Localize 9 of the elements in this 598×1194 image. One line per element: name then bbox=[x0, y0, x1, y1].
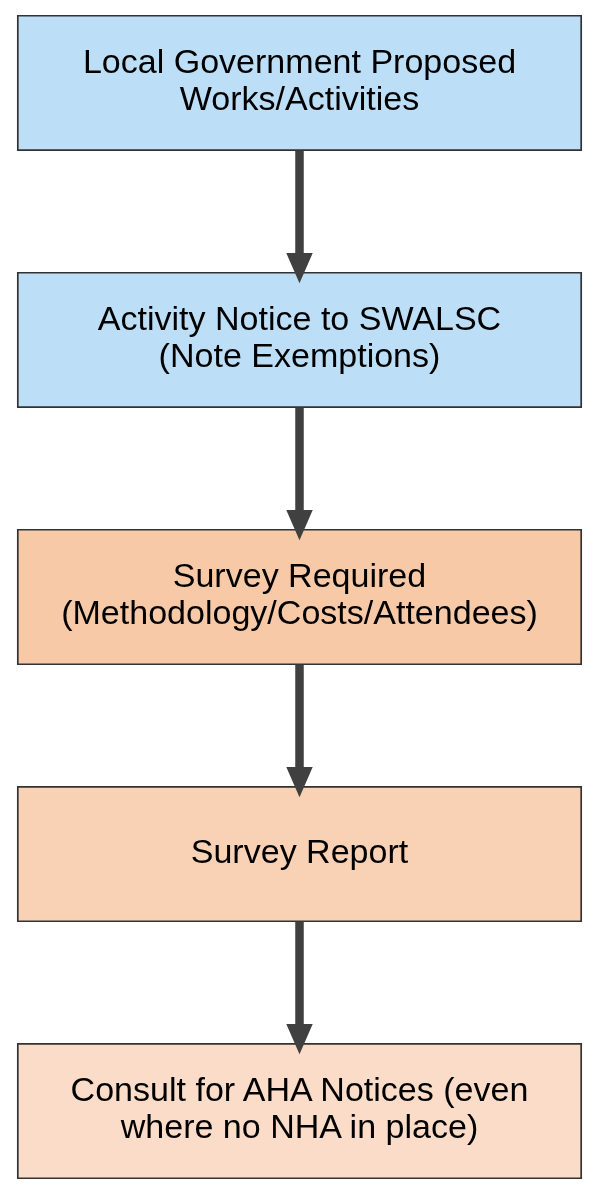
node-box: Activity Notice to SWALSC (Note Exemptions) bbox=[16, 271, 582, 409]
node-box: Consult for AHA Notices (even where no NHA in place) bbox=[16, 1042, 582, 1180]
arrow bbox=[285, 407, 313, 541]
arrow bbox=[285, 921, 313, 1055]
node-box: Survey Required (Methodology/Costs/Attendees) bbox=[16, 528, 582, 666]
node-box: Survey Report bbox=[16, 785, 582, 923]
arrow bbox=[285, 664, 313, 798]
node-box: Local Government Proposed Works/Activities bbox=[16, 14, 582, 152]
arrow bbox=[285, 150, 313, 284]
